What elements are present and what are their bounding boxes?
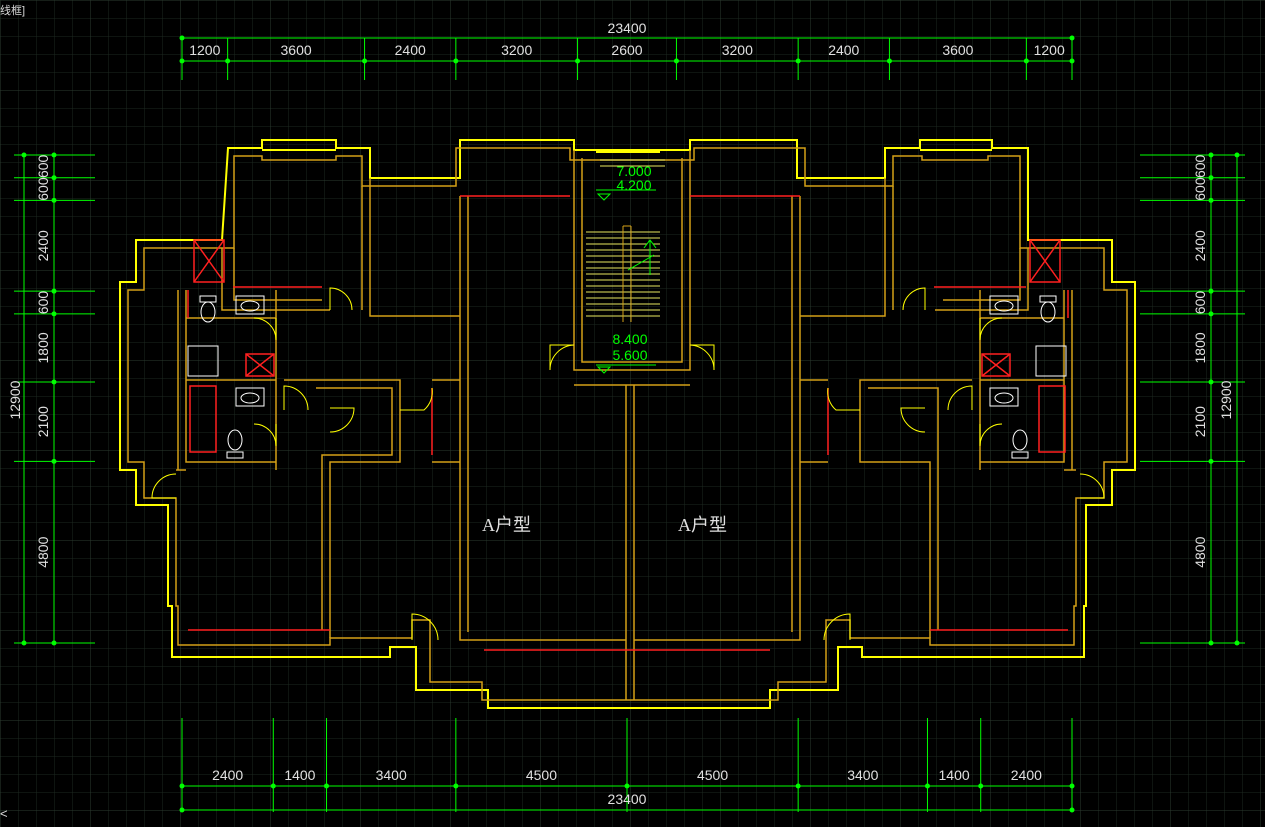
dim-right-1: 600 <box>1192 177 1208 201</box>
window-title-fragment: 线框] <box>0 5 26 17</box>
dim-left-3: 600 <box>35 291 51 315</box>
elevation-labels: 7.000 4.200 8.400 5.600 <box>612 163 651 363</box>
dim-right-0: 600 <box>1192 154 1208 178</box>
dim-left-4: 1800 <box>35 332 51 363</box>
dimension-labels: 1200 3600 2400 3200 2600 3200 2400 3600 1200 2340… <box>7 20 1234 807</box>
dim-bottom-5: 3400 <box>847 767 878 783</box>
dim-top-1: 3600 <box>281 42 312 58</box>
dim-top-0: 1200 <box>189 42 220 58</box>
dim-bottom-6: 1400 <box>939 767 970 783</box>
nav-back-icon[interactable]: < <box>0 806 8 821</box>
elevation-lower-bottom: 5.600 <box>612 347 647 363</box>
dim-left-1: 600 <box>35 177 51 201</box>
dim-right-5: 2100 <box>1192 406 1208 437</box>
dim-top-2: 2400 <box>395 42 426 58</box>
dim-top-5: 3200 <box>722 42 753 58</box>
door-swings <box>151 149 1105 641</box>
dim-bottom-4: 4500 <box>697 767 728 783</box>
dim-top-total: 23400 <box>608 20 647 36</box>
sink-and-toilet-symbols <box>187 295 1067 459</box>
dim-top-6: 2400 <box>828 42 859 58</box>
dim-left-0: 600 <box>35 154 51 178</box>
staircase <box>586 159 665 322</box>
dim-right-4: 1800 <box>1192 332 1208 363</box>
dim-left-5: 2100 <box>35 406 51 437</box>
unit-labels: A户型 A户型 <box>482 515 727 535</box>
dim-bottom-1: 1400 <box>284 767 315 783</box>
dim-left-2: 2400 <box>35 230 51 261</box>
dim-right-6: 4800 <box>1192 536 1208 567</box>
elevation-markers <box>596 189 656 374</box>
dim-right-3: 600 <box>1192 291 1208 315</box>
dim-bottom-total: 23400 <box>608 791 647 807</box>
elevation-upper-bottom: 4.200 <box>616 177 651 193</box>
dim-top-7: 3600 <box>942 42 973 58</box>
dim-left-6: 4800 <box>35 536 51 567</box>
dim-top-4: 2600 <box>611 42 642 58</box>
dim-bottom-7: 2400 <box>1011 767 1042 783</box>
unit-label-left: A户型 <box>482 515 531 535</box>
sanitary-fixtures <box>187 195 1069 651</box>
dim-left-total: 12900 <box>7 380 23 419</box>
dim-right-total: 12900 <box>1218 380 1234 419</box>
dim-top-8: 1200 <box>1034 42 1065 58</box>
elevation-upper-top: 7.000 <box>616 163 651 179</box>
dim-bottom-2: 3400 <box>376 767 407 783</box>
unit-label-right: A户型 <box>678 515 727 535</box>
dimension-lines <box>14 35 1245 813</box>
elevation-lower-top: 8.400 <box>612 331 647 347</box>
dim-bottom-0: 2400 <box>212 767 243 783</box>
building-walls <box>119 139 1136 709</box>
dim-top-3: 3200 <box>501 42 532 58</box>
dim-bottom-3: 4500 <box>526 767 557 783</box>
dim-right-2: 2400 <box>1192 230 1208 261</box>
